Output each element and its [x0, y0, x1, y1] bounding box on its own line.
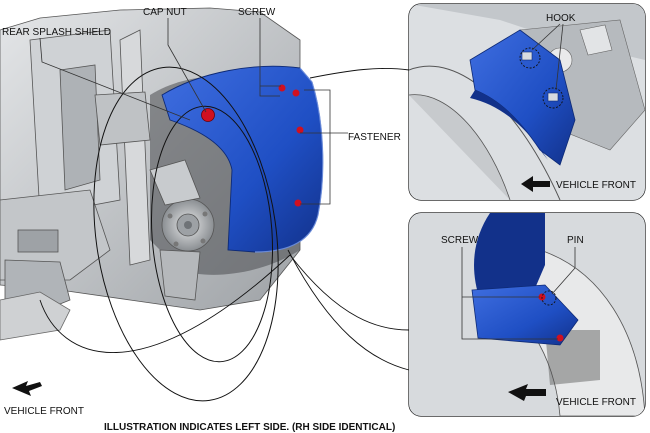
screw-mark-2: [292, 89, 300, 97]
label-vehicle-front-top: VEHICLE FRONT: [556, 180, 636, 191]
main-labels: REAR SPLASH SHIELD CAP NUT SCREW FASTENE…: [2, 7, 401, 433]
fastener-mark-1: [296, 126, 304, 134]
label-cap-nut: CAP NUT: [143, 7, 187, 18]
cap-nut-mark: [201, 108, 215, 122]
label-fastener: FASTENER: [348, 132, 401, 143]
label-screw-inset: SCREW: [441, 235, 479, 246]
inset-top: HOOK VEHICLE FRONT: [408, 3, 646, 201]
inset-bottom: SCREW PIN VEHICLE FRONT: [408, 212, 646, 417]
shield-edge: [254, 67, 324, 253]
label-vehicle-front-bottom: VEHICLE FRONT: [556, 397, 636, 408]
label-rear-splash-shield: REAR SPLASH SHIELD: [2, 27, 111, 38]
label-vehicle-front-main: VEHICLE FRONT: [4, 406, 84, 417]
vehicle-front-arrow-main: [12, 381, 42, 396]
vehicle-front-arrow-top: [521, 176, 550, 192]
lower-bumper-panel: [0, 291, 71, 341]
fastener-mark-2: [294, 199, 302, 207]
wheel-hub: [149, 159, 215, 301]
screw-mark-1: [278, 84, 286, 92]
caption: ILLUSTRATION INDICATES LEFT SIDE. (RH SI…: [104, 422, 395, 433]
inset-connectors: [39, 67, 410, 371]
label-screw-main: SCREW: [238, 7, 276, 18]
main-illustration: [0, 7, 324, 341]
inset-bottom-shield: [474, 213, 545, 300]
label-pin: PIN: [567, 235, 584, 246]
label-hook: HOOK: [546, 13, 576, 24]
vehicle-front-arrow-bottom: [508, 384, 546, 401]
